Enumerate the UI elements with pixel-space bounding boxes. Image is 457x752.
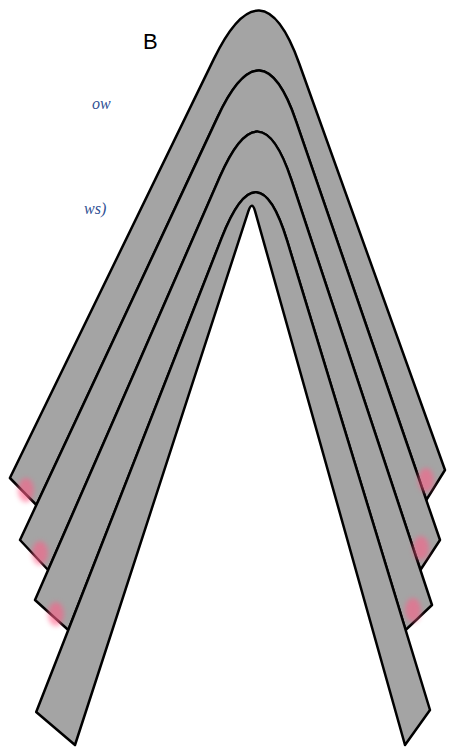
note-fragment: ow [92,95,111,113]
pink-mark [413,536,429,560]
layer-letter: B [143,30,158,54]
pink-mark [48,602,64,626]
pink-mark [405,598,421,622]
pink-mark [32,541,48,565]
note-fragment: ws) [84,200,106,218]
pink-mark [418,468,434,492]
rock-layer [36,192,430,745]
pink-mark [18,478,34,502]
